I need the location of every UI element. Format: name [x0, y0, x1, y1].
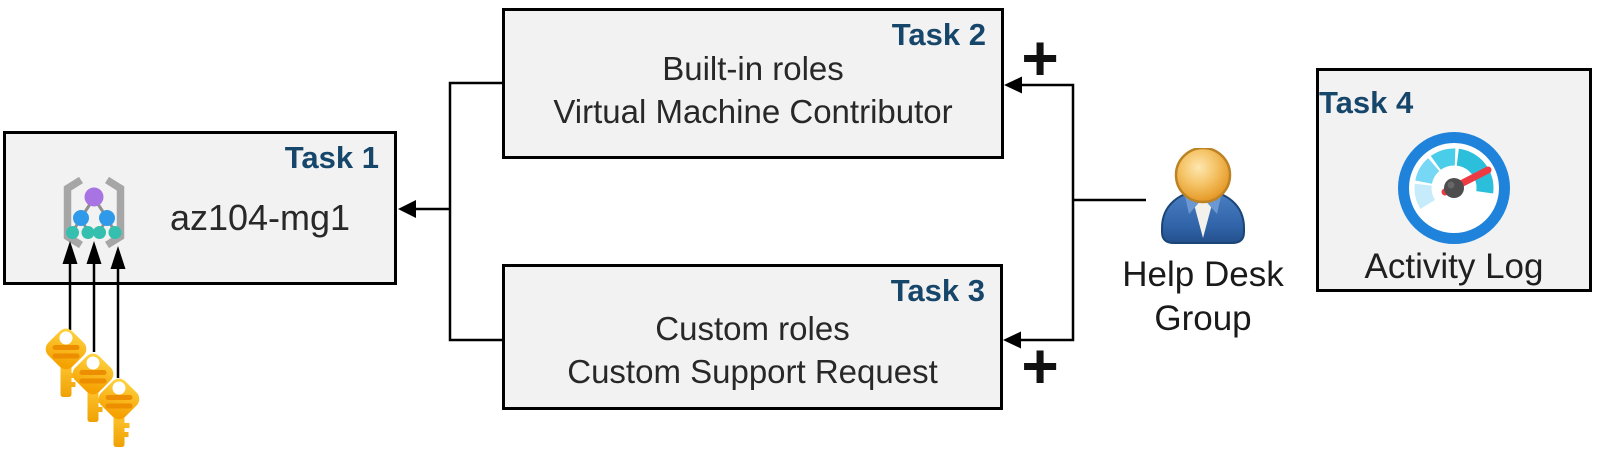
task4-caption: Activity Log	[1364, 247, 1544, 286]
task3-line1: Custom roles	[655, 310, 850, 347]
gauge-icon	[1398, 132, 1510, 244]
task4-box: Task 4 Activity Log	[1316, 68, 1592, 292]
task2-box: Task 2 Built-in roles Virtual Machine Co…	[502, 8, 1004, 159]
task4-label: Task 4	[1319, 85, 1414, 120]
task1-box: Task 1 az104-mg1	[3, 131, 397, 285]
user-icon	[1161, 148, 1245, 244]
plus-icon-top: +	[1021, 22, 1059, 94]
bracket-left	[448, 81, 502, 342]
plus-icon-bottom: +	[1021, 330, 1059, 402]
task3-box: Task 3 Custom roles Custom Support Reque…	[502, 264, 1003, 410]
task2-line1: Built-in roles	[662, 50, 844, 87]
task3-label: Task 3	[890, 273, 985, 308]
management-group-icon	[63, 176, 125, 249]
task1-title: az104-mg1	[169, 197, 351, 238]
task3-line2: Custom Support Request	[567, 353, 938, 390]
bracket-right	[1021, 83, 1075, 342]
keys-icon	[41, 324, 144, 447]
arrowhead-task1	[398, 200, 416, 218]
task1-label: Task 1	[284, 140, 379, 175]
help-desk-group-label: Help Desk Group	[1122, 255, 1284, 338]
task2-line2: Virtual Machine Contributor	[553, 93, 953, 130]
task2-label: Task 2	[891, 17, 986, 52]
